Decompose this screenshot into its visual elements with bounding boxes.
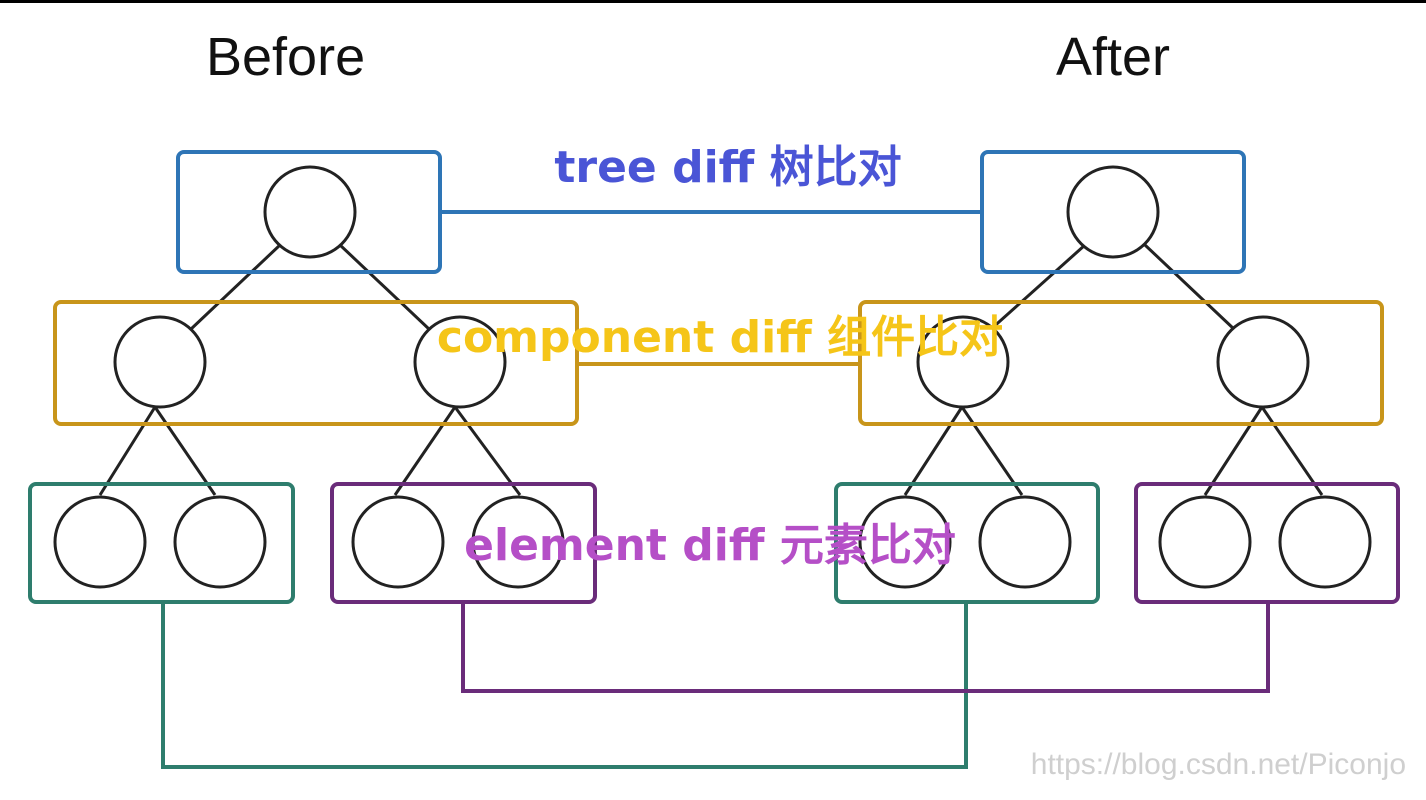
tree-node (113, 315, 207, 409)
after-component-box (858, 300, 1384, 426)
after-element-box-a (834, 482, 1100, 604)
before-element-box-b (330, 482, 597, 604)
tree-node (173, 495, 267, 589)
before-element-box-a (28, 482, 295, 604)
tree-node (263, 165, 357, 259)
after-tree-box (980, 150, 1246, 274)
tree-node (1278, 495, 1372, 589)
after-tree-edges (903, 243, 1324, 496)
tree-node (53, 495, 147, 589)
before-heading: Before (206, 27, 366, 87)
before-component-box (53, 300, 579, 426)
after-element-box-b (1134, 482, 1400, 604)
after-heading: After (1056, 27, 1171, 87)
element-connector-a (161, 604, 968, 769)
top-border (0, 0, 1426, 3)
tree-node (1216, 315, 1310, 409)
tree-node (1158, 495, 1252, 589)
before-tree-box (176, 150, 442, 274)
tree-node (916, 315, 1010, 409)
tree-node (1066, 165, 1160, 259)
component-diff-label: component diff 组件比对 (437, 312, 1003, 363)
before-nodes (53, 165, 565, 589)
after-nodes (858, 165, 1372, 589)
watermark: https://blog.csdn.net/Piconjo (1030, 748, 1406, 781)
tree-node (978, 495, 1072, 589)
element-connector-b (461, 604, 1270, 693)
tree-node (351, 495, 445, 589)
tree-node (413, 315, 507, 409)
element-diff-label: element diff 元素比对 (464, 520, 956, 571)
tree-node (858, 495, 952, 589)
tree-node (471, 495, 565, 589)
before-tree-edges (98, 243, 522, 496)
tree-diff-label: tree diff 树比对 (554, 142, 901, 193)
